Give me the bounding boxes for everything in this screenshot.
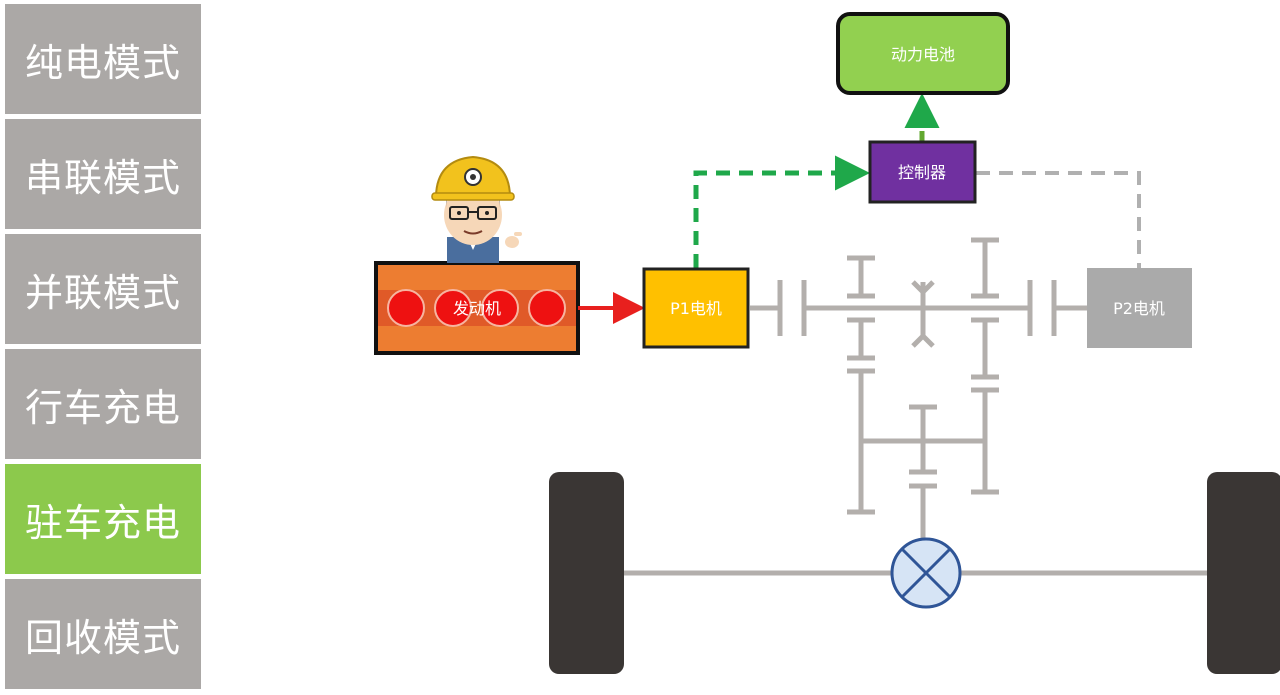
differential-icon <box>890 537 962 609</box>
engineer-mascot-icon <box>431 155 522 263</box>
mode-parking-charge[interactable]: 驻车充电 <box>5 464 201 574</box>
controller-p2-signal-line <box>976 171 1141 268</box>
left-wheel <box>549 472 624 674</box>
battery-box: 动力电池 <box>836 12 1010 95</box>
p1-motor-box: P1电机 <box>642 267 750 349</box>
mode-regeneration[interactable]: 回收模式 <box>5 579 201 689</box>
mode-series[interactable]: 串联模式 <box>5 119 201 229</box>
mode-pure-electric[interactable]: 纯电模式 <box>5 4 201 114</box>
controller-label: 控制器 <box>898 163 946 182</box>
mode-driving-charge[interactable]: 行车充电 <box>5 349 201 459</box>
controller-box: 控制器 <box>868 140 977 204</box>
p1-motor-label: P1电机 <box>670 299 722 318</box>
engine-box: 发动机 <box>374 261 580 355</box>
mode-parallel[interactable]: 并联模式 <box>5 234 201 344</box>
right-wheel <box>1207 472 1280 674</box>
p2-motor-box: P2电机 <box>1087 268 1192 348</box>
p1-to-controller-flow <box>693 155 870 268</box>
engine-label: 发动机 <box>453 299 501 318</box>
battery-label: 动力电池 <box>891 45 955 64</box>
p2-motor-label: P2电机 <box>1113 299 1165 318</box>
